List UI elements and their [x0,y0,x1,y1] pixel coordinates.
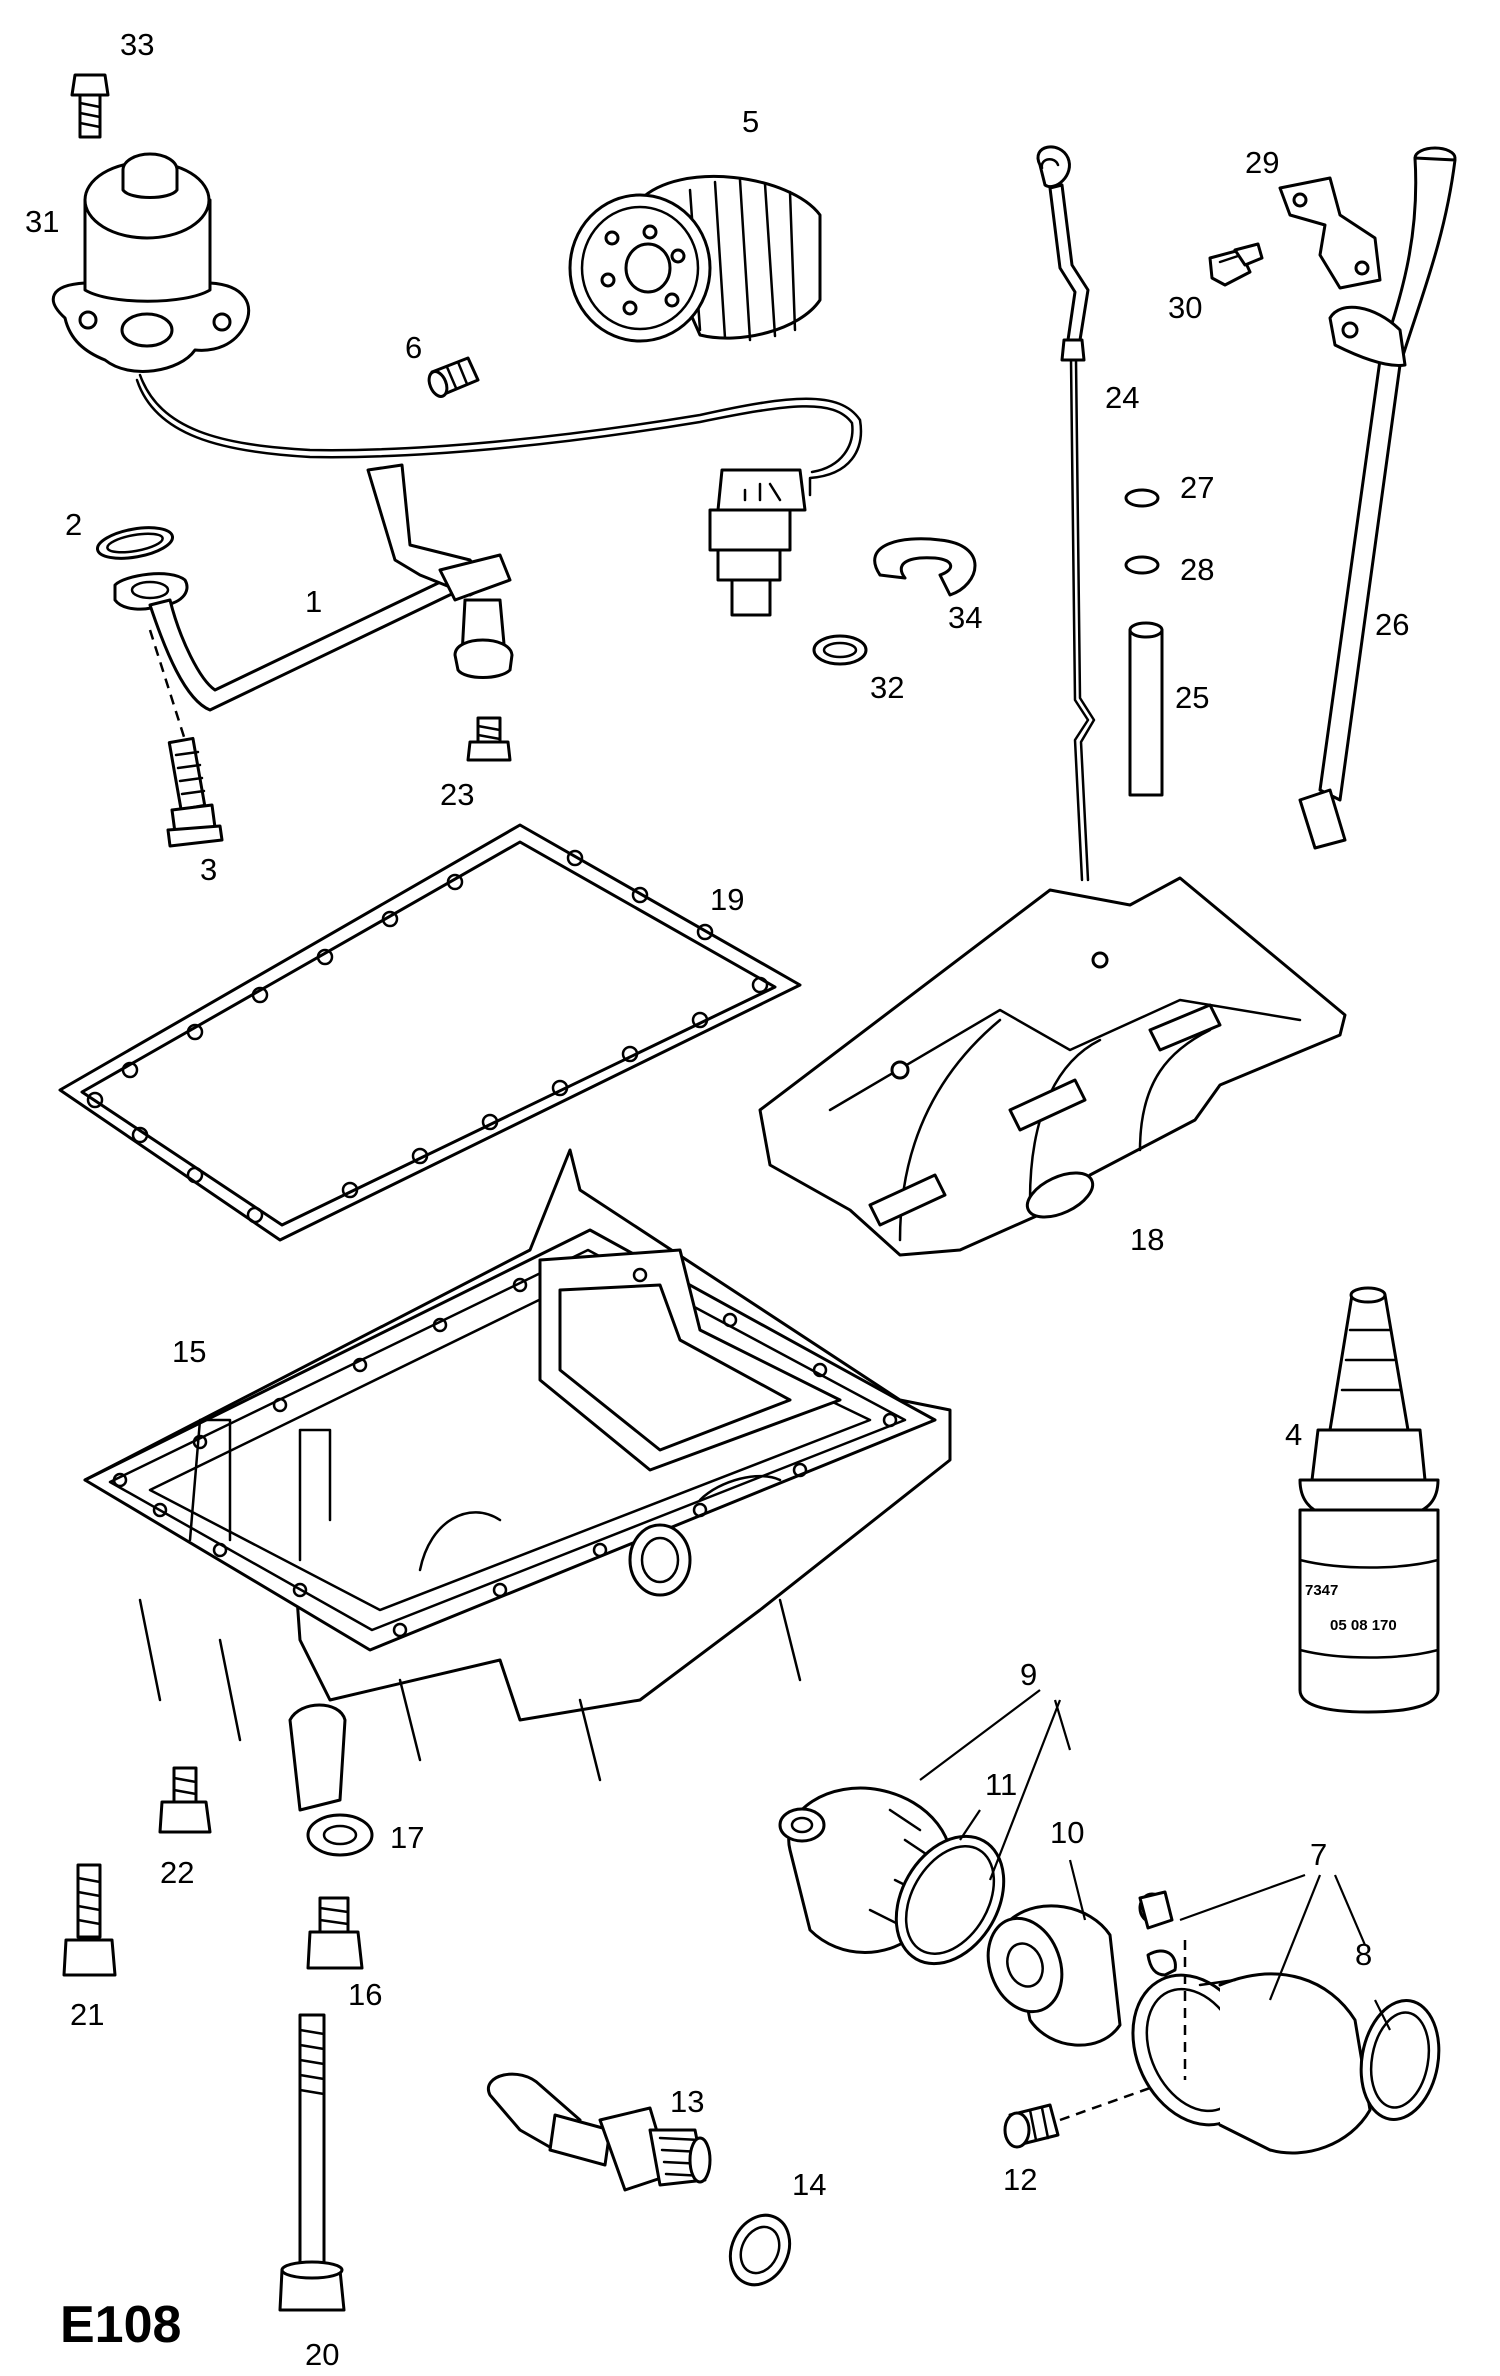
callout-19: 19 [710,882,744,917]
washer-17 [306,1813,374,1857]
callout-3: 3 [200,852,217,887]
callout-15: 15 [172,1334,206,1369]
o-ring-27 [1124,488,1160,508]
callout-22: 22 [160,1855,194,1890]
filter-element-10 [986,1904,1122,2047]
o-ring-11 [894,1834,1006,1966]
callout-7: 7 [1310,1837,1327,1872]
callout-21: 21 [70,1997,104,2032]
sensor-connector [708,468,807,617]
bolt-23 [466,716,512,762]
callout-28: 28 [1180,552,1214,587]
callout-9: 9 [1020,1657,1037,1692]
gasket-2 [95,526,175,560]
o-ring-8 [1359,1999,1441,2121]
callout-4: 4 [1285,1417,1302,1452]
callout-30: 30 [1168,290,1202,325]
callout-24: 24 [1105,380,1139,415]
callout-23: 23 [440,777,474,812]
baffle-plate-18 [758,876,1347,1257]
circlip-34 [873,537,977,597]
leader-lines [919,1689,1391,2031]
plug-12 [1003,1940,1187,2149]
bolt-30 [1208,242,1264,287]
washer-14 [728,2213,792,2287]
sealant-bottle-4: 7347 05 08 170 [1298,1286,1440,1714]
pressure-switch-13 [486,2072,712,2192]
washer-32 [812,634,868,666]
o-ring-28 [1124,555,1160,575]
oil-level-sensor-31 [52,152,251,373]
bottle-label-line1: 7347 [1305,1582,1338,1599]
callout-12: 12 [1003,2162,1037,2197]
callout-27: 27 [1180,470,1214,505]
callout-labels: 33 31 5 6 2 1 3 23 34 32 24 27 28 25 29 … [25,27,1409,2372]
bottle-label-line2: 05 08 170 [1330,1617,1397,1634]
guide-tube-26 [1298,146,1457,850]
callout-33: 33 [120,27,154,62]
filter-housing-7 [1131,1890,1372,2155]
drain-plug-16 [306,1896,364,1970]
sensor-wire [135,373,863,497]
dipstick-24 [1036,145,1096,882]
callout-17: 17 [390,1820,424,1855]
pan-gasket-19 [58,823,802,1242]
bolt-3 [148,629,224,848]
bracket-29 [1278,176,1382,290]
callout-31: 31 [25,204,59,239]
bolt-20 [278,2013,346,2312]
callout-25: 25 [1175,680,1209,715]
callout-11: 11 [985,1767,1017,1802]
callout-2: 2 [65,507,82,542]
callout-10: 10 [1050,1815,1084,1850]
callout-6: 6 [405,330,422,365]
plug-6 [427,356,480,398]
callout-5: 5 [742,104,759,139]
callout-14: 14 [792,2167,826,2202]
bolt-21 [62,1863,117,1977]
callout-13: 13 [670,2084,704,2119]
callout-8: 8 [1355,1937,1372,1972]
callout-32: 32 [870,670,904,705]
bolt-22 [158,1766,212,1834]
callout-20: 20 [305,2337,339,2372]
callout-26: 26 [1375,607,1409,642]
callout-16: 16 [348,1977,382,2012]
diagram-code: E108 [60,2296,181,2354]
bolt-33 [70,73,110,139]
oil-pan-15 [83,1148,952,1812]
callout-29: 29 [1245,145,1279,180]
callout-34: 34 [948,600,982,635]
callout-18: 18 [1130,1222,1164,1257]
oil-pickup-pipe-1 [113,463,514,712]
callout-1: 1 [305,584,322,619]
oil-filter-5 [568,174,822,343]
tube-25 [1128,621,1164,797]
